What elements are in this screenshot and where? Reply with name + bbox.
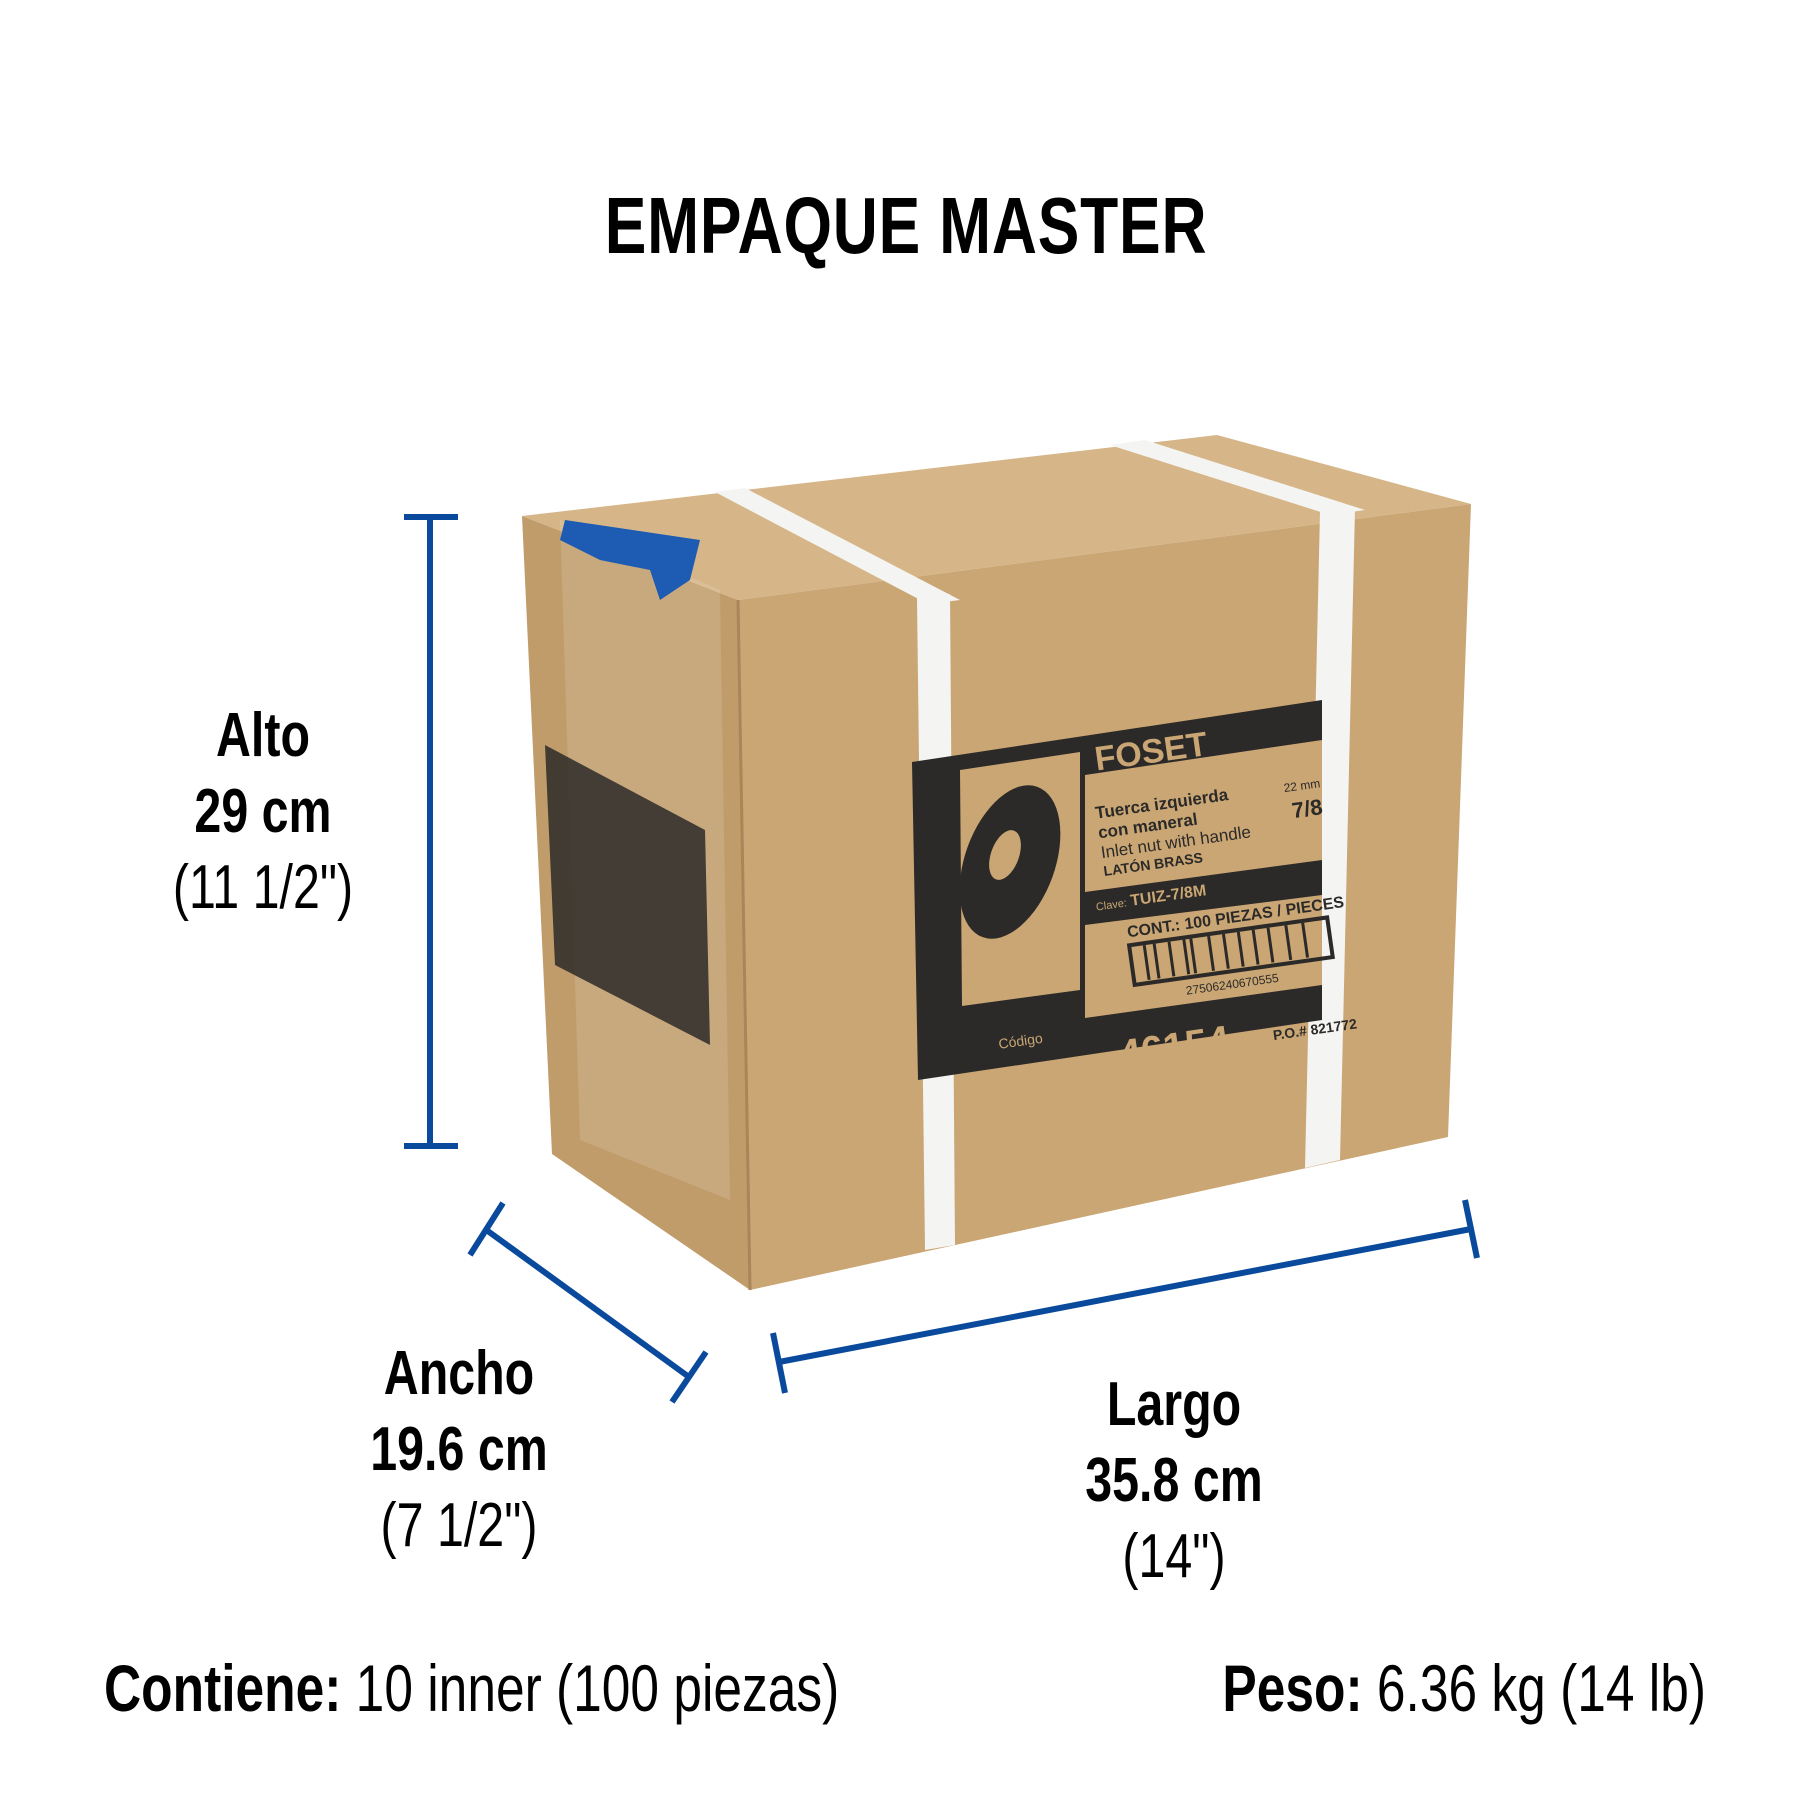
width-dimension: Ancho 19.6 cm (7 1/2") <box>370 1336 547 1564</box>
weight-label: Peso: <box>1222 1651 1363 1725</box>
width-imperial: (7 1/2") <box>380 1491 538 1560</box>
product-label: FOSET 46154 Código Tuerca izquierda con … <box>912 700 1358 1080</box>
page-title: EMPAQUE MASTER <box>604 181 1208 270</box>
strap <box>715 488 960 604</box>
length-metric: 35.8 cm <box>1085 1446 1263 1515</box>
blue-sticker <box>560 520 700 600</box>
codigo-label: Código <box>997 1030 1043 1052</box>
length-dimension-line <box>770 1199 1480 1394</box>
width-dimension-line <box>467 1201 709 1404</box>
contents-label: Contiene: <box>104 1651 342 1725</box>
height-label: Alto <box>215 701 311 770</box>
width-metric: 19.6 cm <box>370 1415 548 1484</box>
barcode <box>1142 922 1310 981</box>
length-label: Largo <box>1106 1370 1242 1439</box>
height-imperial: (11 1/2") <box>172 853 354 922</box>
height-dimension: Alto 29 cm (11 1/2") <box>173 698 353 926</box>
side-label <box>545 745 710 1045</box>
length-dimension: Largo 35.8 cm (14") <box>1085 1367 1262 1595</box>
clave-label: Clave: <box>1095 897 1128 913</box>
contents-info: Contiene: 10 inner (100 piezas) <box>104 1650 839 1726</box>
label-size-in: 7/8 <box>1290 794 1324 823</box>
length-imperial: (14") <box>1122 1522 1226 1591</box>
weight-value: 6.36 kg (14 lb) <box>1376 1651 1706 1725</box>
contents-value: 10 inner (100 piezas) <box>355 1651 840 1725</box>
width-label: Ancho <box>383 1339 535 1408</box>
height-dimension-line <box>404 514 458 1149</box>
label-size-mm: 22 mm <box>1283 776 1321 795</box>
height-metric: 29 cm <box>194 777 332 846</box>
weight-info: Peso: 6.36 kg (14 lb) <box>1222 1650 1706 1726</box>
strap <box>1110 440 1365 515</box>
